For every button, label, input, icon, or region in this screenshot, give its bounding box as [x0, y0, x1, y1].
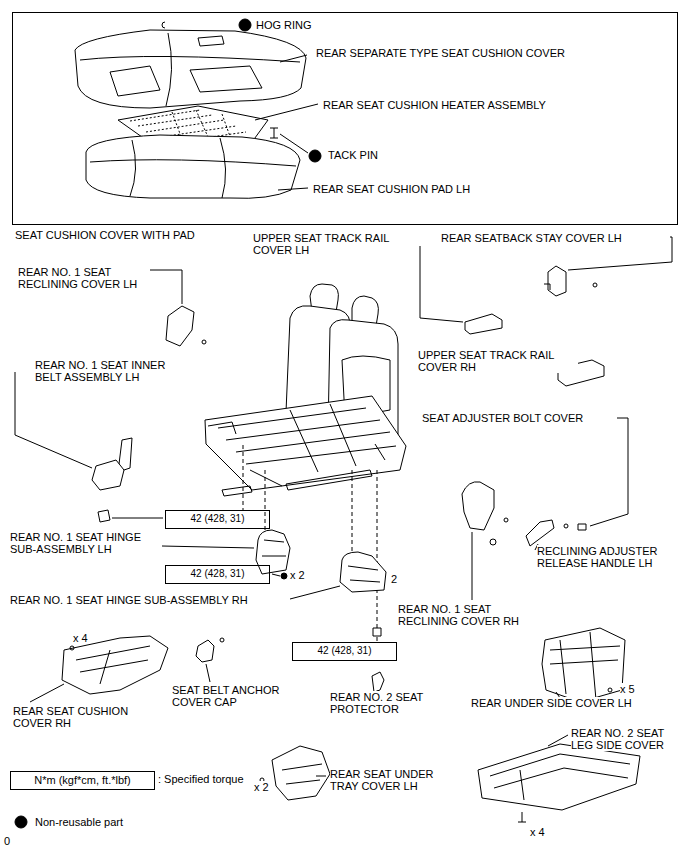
part-label: REAR NO. 1 SEAT HINGE SUB-ASSEMBLY LH: [10, 531, 160, 555]
part-label: REAR NO. 1 SEAT INNER BELT ASSEMBLY LH: [35, 359, 185, 383]
torque-box: 42 (428, 31): [165, 510, 270, 529]
legend-note: : Specified torque: [158, 773, 244, 785]
part-label: UPPER SEAT TRACK RAIL COVER LH: [253, 232, 418, 256]
part-label: REAR SEAT CUSHION PAD LH: [313, 183, 470, 195]
part-label: REAR NO. 2 SEAT LEG SIDE COVER: [571, 727, 683, 751]
quantity-note: 2: [391, 573, 397, 585]
part-label: REAR SEAT CUSHION COVER RH: [13, 705, 143, 729]
torque-value: 42 (428, 31): [166, 566, 269, 580]
part-label: REAR UNDER SIDE COVER LH: [471, 697, 632, 709]
quantity-note: x 2: [254, 781, 269, 793]
torque-legend-box: N*m (kgf*cm, ft.*lbf): [10, 771, 155, 790]
quantity-note: 0: [4, 835, 10, 847]
part-label: REAR SEAT CUSHION HEATER ASSEMBLY: [323, 99, 546, 111]
part-label: REAR NO. 1 SEAT RECLINING COVER LH: [18, 266, 148, 290]
torque-box: 42 (428, 31): [292, 642, 397, 661]
part-label: TACK PIN: [328, 149, 378, 161]
part-label: REAR SEATBACK STAY COVER LH: [441, 232, 622, 244]
part-label: SEAT ADJUSTER BOLT COVER: [422, 412, 583, 424]
torque-value: N*m (kgf*cm, ft.*lbf): [11, 772, 154, 787]
group-heading: SEAT CUSHION COVER WITH PAD: [15, 229, 195, 242]
torque-box: 42 (428, 31): [165, 565, 270, 584]
part-label: RECLINING ADJUSTER RELEASE HANDLE LH: [537, 545, 669, 569]
quantity-note: x 4: [73, 632, 88, 644]
torque-value: 42 (428, 31): [293, 643, 396, 657]
quantity-note: x 4: [530, 826, 545, 838]
part-label: REAR NO. 1 SEAT HINGE SUB-ASSEMBLY RH: [10, 594, 248, 606]
part-label: SEAT BELT ANCHOR COVER CAP: [172, 684, 302, 708]
part-label: REAR SEPARATE TYPE SEAT CUSHION COVER: [316, 47, 565, 59]
quantity-note: x 5: [620, 683, 635, 695]
quantity-note: x 2: [290, 569, 305, 581]
part-label: REAR NO. 1 SEAT RECLINING COVER RH: [398, 603, 528, 627]
legend-text: Non-reusable part: [35, 816, 123, 828]
part-label: REAR SEAT UNDER TRAY COVER LH: [330, 768, 450, 792]
part-label: REAR NO. 2 SEAT PROTECTOR: [330, 691, 440, 715]
torque-value: 42 (428, 31): [166, 511, 269, 525]
part-label: UPPER SEAT TRACK RAIL COVER RH: [418, 349, 578, 373]
part-label: HOG RING: [256, 19, 312, 31]
